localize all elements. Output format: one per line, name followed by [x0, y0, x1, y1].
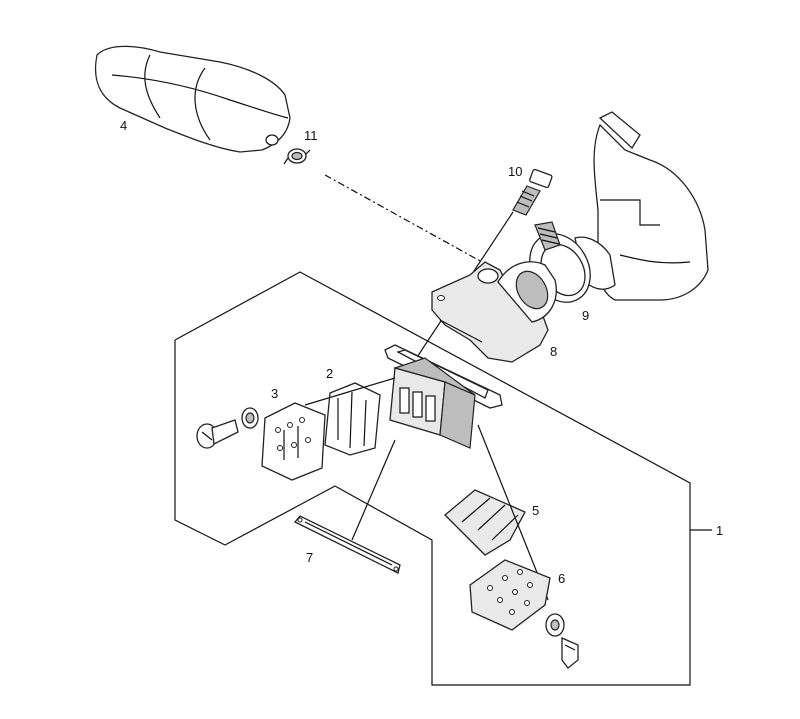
callout-2: 2	[326, 366, 333, 381]
right-leader-line	[477, 424, 549, 601]
lower-gasket-part	[293, 515, 401, 574]
callout-5: 5	[532, 503, 539, 518]
hose-clamp-large-part	[529, 221, 591, 303]
reed-valve-block	[389, 357, 476, 449]
callout-11: 11	[304, 128, 318, 143]
reed-stopper-right-part	[469, 559, 551, 631]
callout-labels: 1 2 3 4 5 6 7 8 9 10 11	[120, 118, 723, 586]
reed-stopper-left-part	[261, 402, 326, 481]
carburetor-part	[574, 111, 709, 301]
left-screw-and-washer	[196, 407, 259, 449]
gasket-leader-line	[351, 439, 396, 541]
assembly-axis-line	[324, 174, 483, 263]
intake-manifold-part	[431, 261, 557, 363]
reed-petal-left-part	[324, 382, 381, 456]
callout-10: 10	[508, 164, 522, 179]
hose-clamp-small-part	[283, 148, 311, 165]
callout-8: 8	[550, 344, 557, 359]
callout-7: 7	[306, 550, 313, 565]
callout-6: 6	[558, 571, 565, 586]
callout-4: 4	[120, 118, 127, 133]
reed-petal-right-part	[444, 489, 526, 556]
callout-1: 1	[716, 523, 723, 538]
callout-3: 3	[271, 386, 278, 401]
right-screw-and-washer	[545, 613, 579, 669]
callout-9: 9	[582, 308, 589, 323]
bolt-part	[512, 168, 553, 216]
left-leader-line	[304, 377, 396, 406]
air-box-part	[94, 45, 291, 153]
assembly-bracket	[174, 271, 712, 686]
